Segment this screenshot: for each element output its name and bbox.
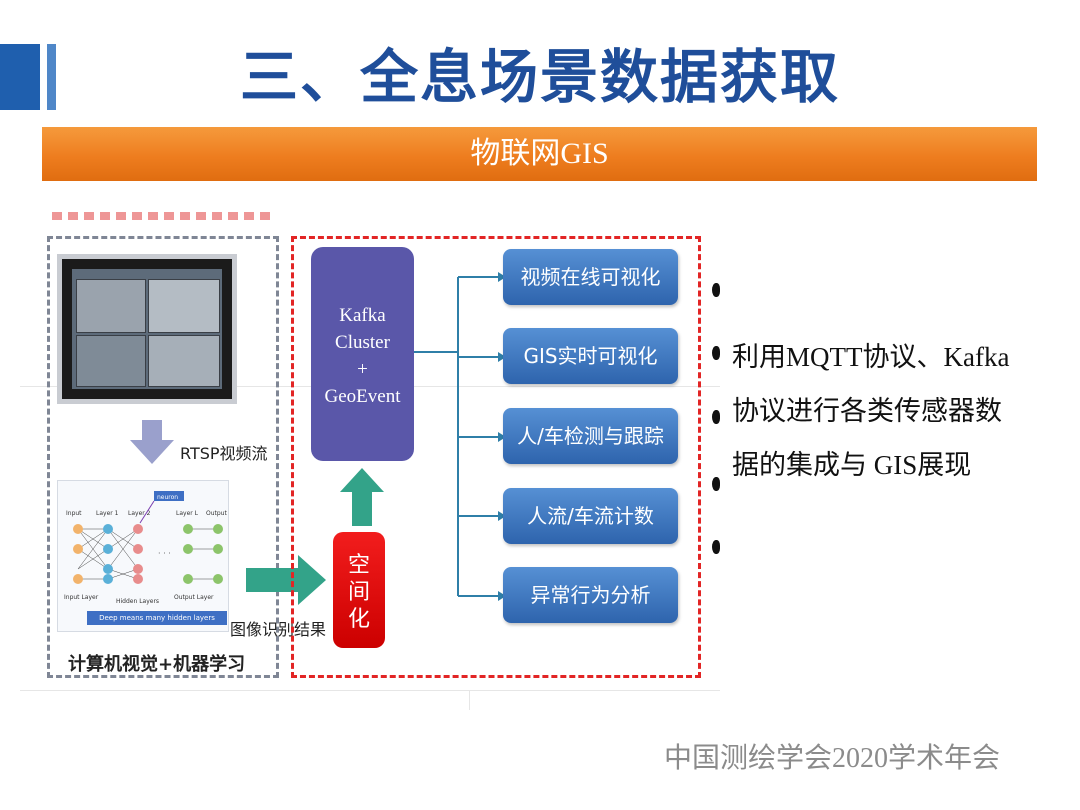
nn-neuron-tag <box>154 491 184 501</box>
output-flow-counting: 人流/车流计数 <box>503 488 678 544</box>
nn-nodes <box>73 524 223 584</box>
kafka-line-2: Cluster <box>335 332 390 353</box>
bullet-marker <box>712 410 720 424</box>
nn-neuron-tag-label: neuron <box>157 494 178 501</box>
neural-network-diagram: Input Layer 1 Layer 2 Layer L Output Inp… <box>57 480 229 632</box>
spatialization-box: 空 间 化 <box>333 532 385 648</box>
nn-layerL-label: Layer L <box>176 510 199 517</box>
description-line-2: 协议进行各类传感器数 <box>732 396 1002 426</box>
nn-footer-caption: Deep means many hidden layers <box>87 611 227 625</box>
monitor-screen <box>72 269 222 389</box>
camera-feed <box>148 335 220 387</box>
bullet-marker <box>712 283 720 297</box>
description-text: 利用MQTT协议、Kafka 协议进行各类传感器数 据的集成与 GIS展现 <box>732 330 1052 492</box>
fanout-connector <box>414 272 506 601</box>
background-rule-vertical <box>469 690 470 710</box>
camera-feed <box>76 335 146 387</box>
down-arrow-icon <box>130 420 174 464</box>
kafka-geoevent-box: Kafka Cluster + GeoEvent <box>311 247 414 461</box>
kafka-line-4: GeoEvent <box>324 386 401 407</box>
output-gis-visualization: GIS实时可视化 <box>503 328 678 384</box>
computer-vision-caption: 计算机视觉+机器学习 <box>68 654 246 675</box>
header-accent-bar-dark <box>0 44 40 110</box>
image-recognition-result-label: 图像识别结果 <box>230 620 327 639</box>
right-arrow-icon <box>246 555 326 605</box>
nn-input-layer-label: Input Layer <box>64 594 99 601</box>
spatial-char-1: 空 <box>347 553 370 578</box>
processing-panel <box>291 236 701 678</box>
rtsp-stream-label: RTSP视频流 <box>180 444 268 463</box>
nn-connections <box>77 528 218 580</box>
up-arrow-icon <box>340 468 384 526</box>
description-line-1: 利用MQTT协议、Kafka <box>732 342 1010 372</box>
background-rule-bottom <box>20 690 720 691</box>
surveillance-monitor-image <box>57 254 237 404</box>
header-accent-bar-light <box>47 44 56 110</box>
slide-title: 三、全息场景数据获取 <box>239 43 840 111</box>
section-banner-label: 物联网GIS <box>470 137 609 170</box>
bullet-marker <box>712 540 720 554</box>
spatial-char-2: 间 <box>347 580 370 605</box>
camera-feed <box>76 279 146 333</box>
output-anomaly-analysis: 异常行为分析 <box>503 567 678 623</box>
description-line-3: 据的集成与 GIS展现 <box>732 450 972 480</box>
nn-output-label: Output <box>206 510 227 517</box>
nn-input-label: Input <box>66 510 82 517</box>
kafka-line-3: + <box>357 359 368 380</box>
camera-feed <box>148 279 220 333</box>
bullet-marker <box>712 346 720 360</box>
output-video-visualization: 视频在线可视化 <box>503 249 678 305</box>
nn-output-layer-label: Output Layer <box>174 594 214 601</box>
nn-neuron-pointer <box>139 500 155 524</box>
nn-ellipsis: · · · <box>158 549 171 558</box>
section-banner: 物联网GIS <box>42 127 1037 181</box>
conference-footer: 中国测绘学会2020学术年会 <box>664 743 1001 774</box>
bullet-marker <box>712 477 720 491</box>
nn-hidden-layers-label: Hidden Layers <box>116 598 159 605</box>
nn-layer2-label: Layer 2 <box>128 510 151 517</box>
spatial-char-3: 化 <box>347 607 370 632</box>
obscured-caption <box>52 212 270 220</box>
output-detection-tracking: 人/车检测与跟踪 <box>503 408 678 464</box>
computer-vision-panel <box>47 236 279 678</box>
nn-layer1-label: Layer 1 <box>96 510 119 517</box>
kafka-line-1: Kafka <box>339 305 386 326</box>
neural-network-graph: Input Layer 1 Layer 2 Layer L Output Inp… <box>64 491 227 605</box>
